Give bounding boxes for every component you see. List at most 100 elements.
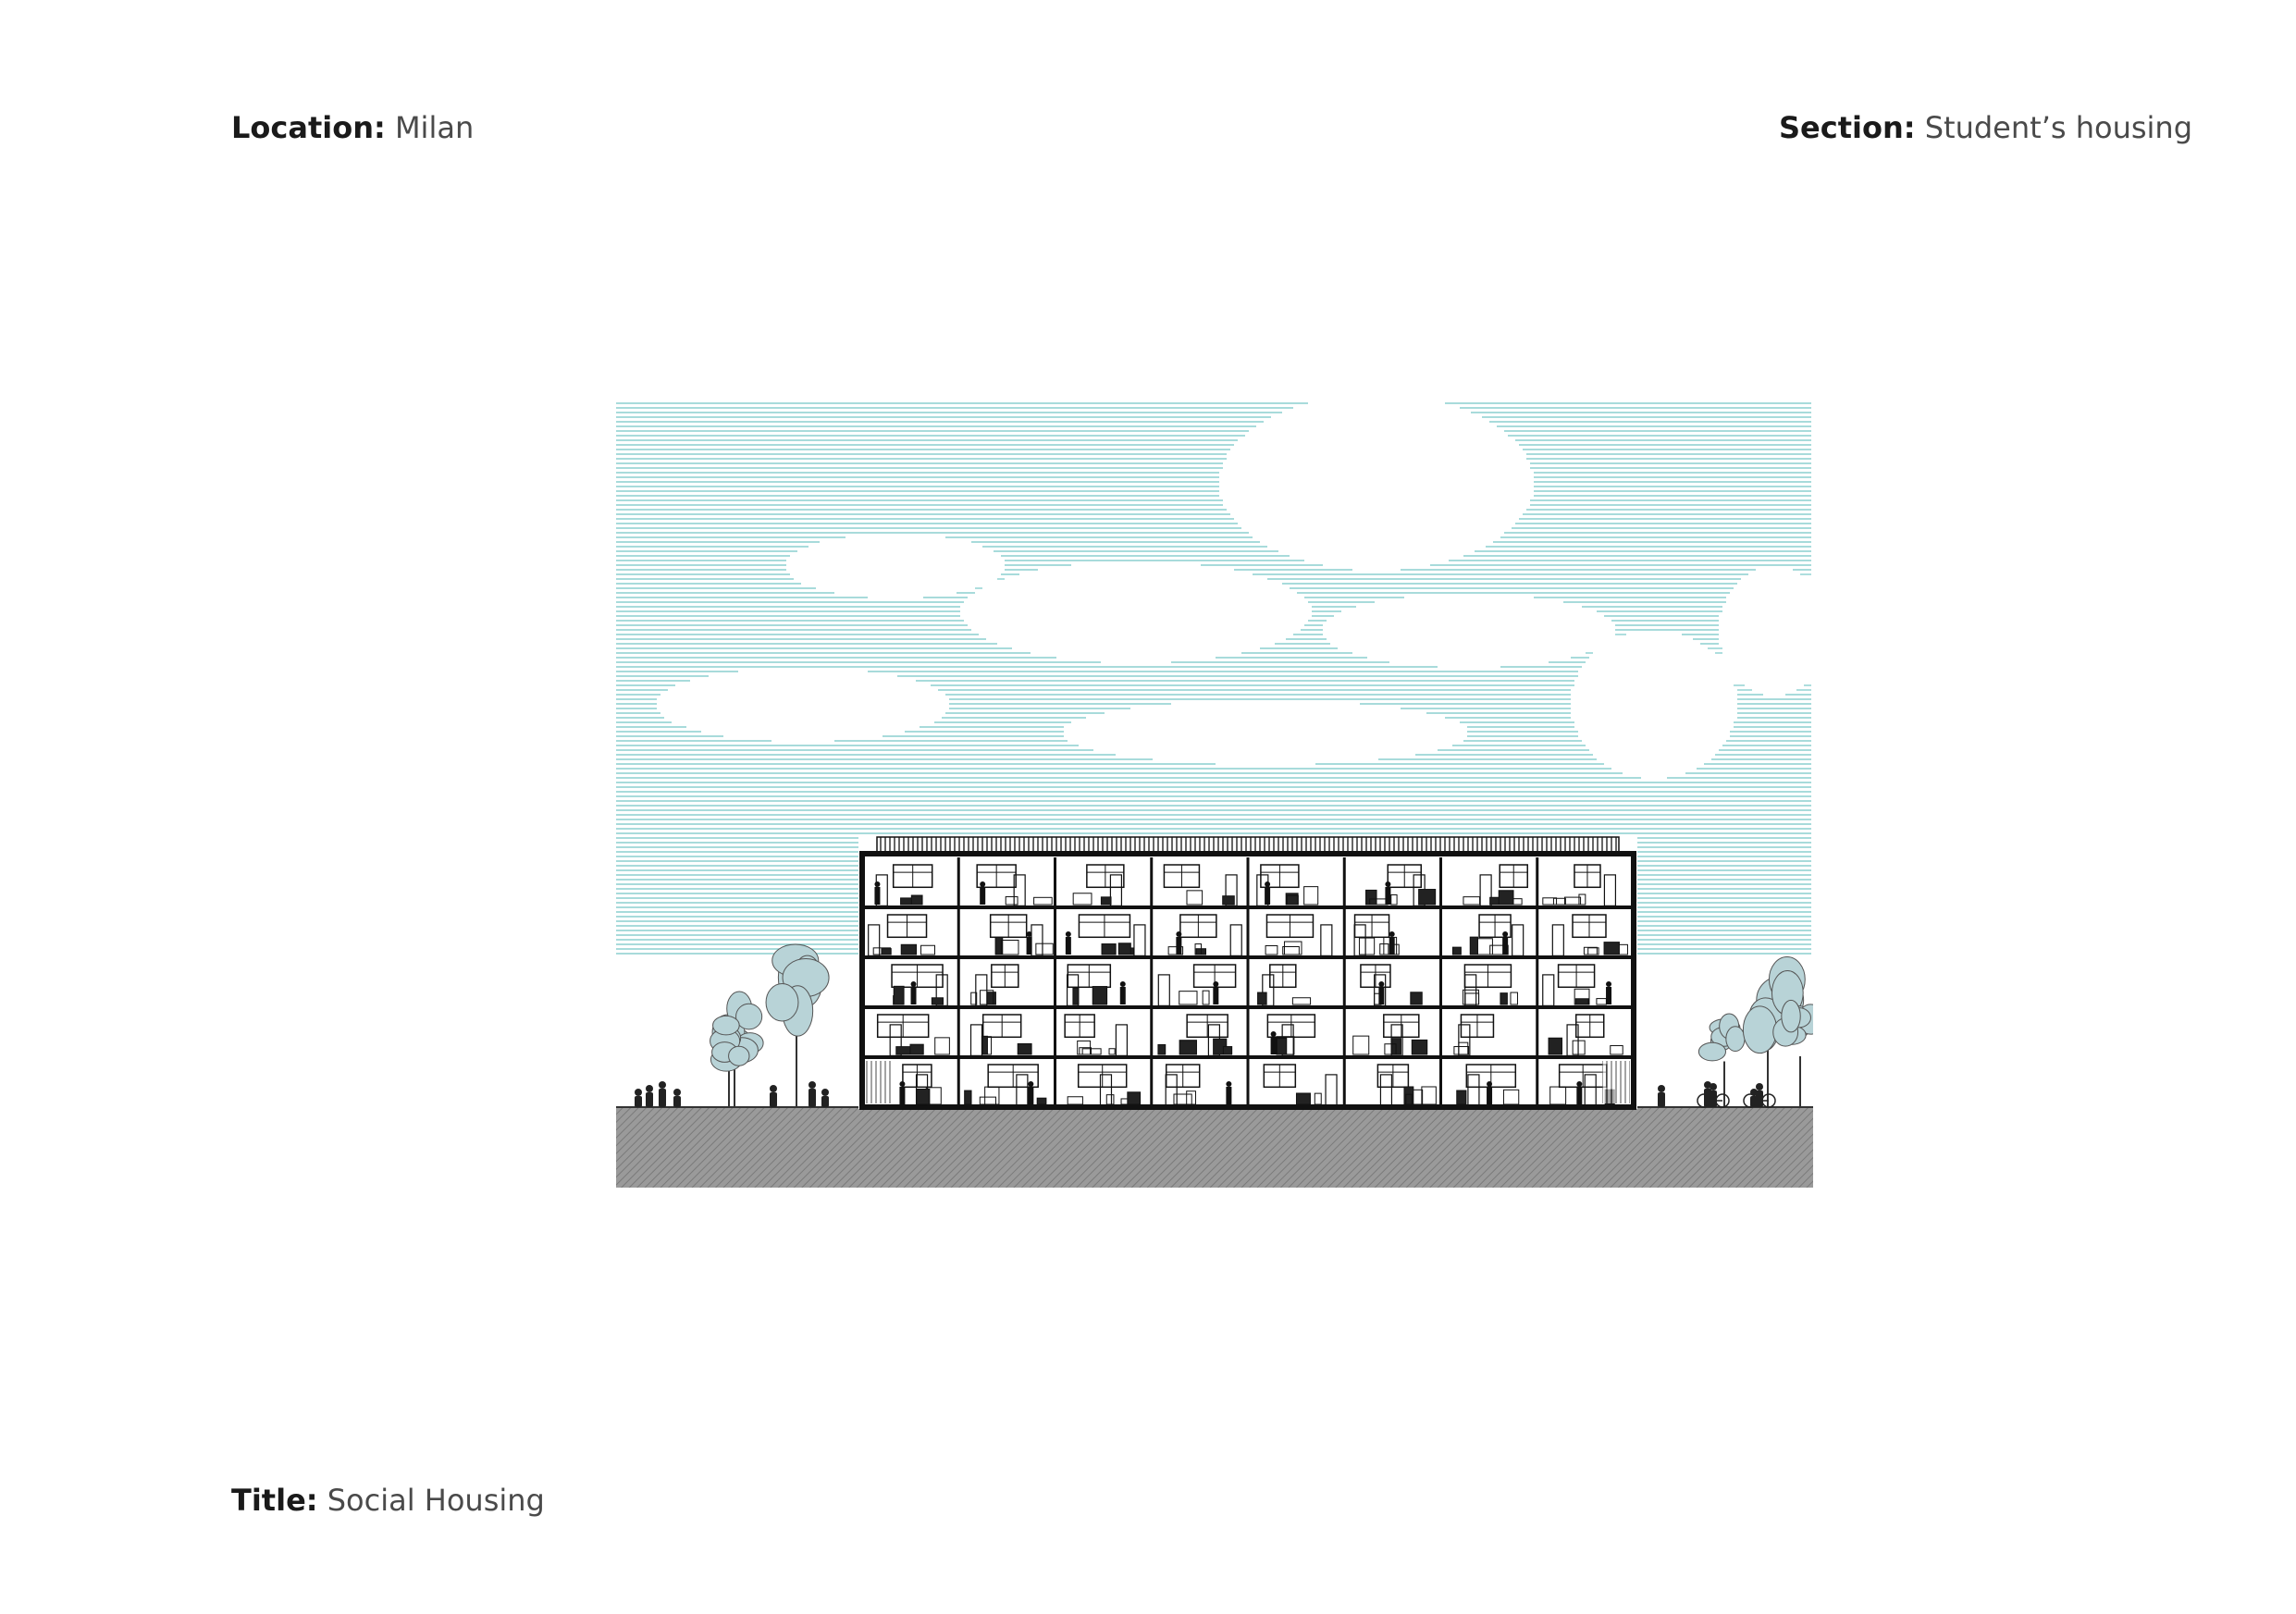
- pedestrian: [635, 1089, 642, 1107]
- furniture: [1451, 946, 1462, 955]
- resident-body: [899, 1087, 906, 1104]
- door: [1016, 1074, 1029, 1106]
- furniture: [1469, 936, 1478, 955]
- furniture: [1179, 1040, 1197, 1055]
- pedestrian: [673, 1089, 681, 1107]
- furniture: [1173, 1093, 1192, 1105]
- furniture: [895, 1046, 913, 1055]
- furniture: [916, 1088, 931, 1105]
- furniture: [1072, 893, 1092, 906]
- furniture: [1410, 992, 1423, 1005]
- door: [1374, 974, 1387, 1006]
- ground-section: [616, 1107, 1813, 1188]
- door: [1566, 1024, 1579, 1056]
- resident-head: [1119, 981, 1126, 987]
- furniture: [1105, 1094, 1115, 1105]
- pedestrian-head: [1756, 1083, 1763, 1090]
- door: [1584, 1074, 1597, 1106]
- furniture: [1603, 942, 1620, 955]
- furniture: [1222, 895, 1235, 906]
- pedestrian: [1658, 1085, 1665, 1107]
- furniture: [1390, 893, 1398, 906]
- furniture: [1610, 1045, 1623, 1055]
- door: [1262, 974, 1275, 1006]
- resident-head: [1502, 931, 1509, 937]
- furniture: [1283, 941, 1302, 955]
- tree-foliage: [712, 1015, 740, 1036]
- resident-head: [1176, 931, 1182, 937]
- resident-body: [1213, 987, 1219, 1004]
- resident-head: [1487, 1081, 1493, 1087]
- resident-body: [1026, 937, 1032, 955]
- furniture: [1358, 937, 1376, 955]
- door: [1512, 924, 1524, 956]
- resident-head: [1226, 1081, 1232, 1087]
- resident-head: [899, 1081, 906, 1087]
- pedestrian-body: [635, 1096, 642, 1107]
- pedestrian-body: [1710, 1090, 1717, 1107]
- pedestrian-head: [646, 1085, 653, 1092]
- furniture: [1072, 987, 1080, 1005]
- furniture: [1167, 946, 1184, 955]
- door: [1353, 924, 1366, 956]
- resident-body: [1226, 1087, 1232, 1104]
- door: [1225, 874, 1238, 906]
- tree-foliage: [1781, 999, 1801, 1033]
- furniture: [1079, 1047, 1092, 1055]
- door: [1379, 1074, 1393, 1106]
- resident-head: [1026, 931, 1032, 937]
- furniture: [1017, 1042, 1032, 1055]
- furniture: [1127, 1091, 1142, 1105]
- furniture: [1500, 992, 1508, 1005]
- resident-head: [1385, 881, 1391, 887]
- resident-head: [910, 981, 917, 987]
- tree-foliage: [1742, 1005, 1778, 1054]
- furniture: [979, 1096, 996, 1105]
- pedestrian: [1710, 1083, 1717, 1107]
- furniture: [934, 1037, 950, 1055]
- furniture: [1498, 890, 1514, 906]
- title-value: Social Housing: [327, 1483, 545, 1518]
- door: [1325, 1074, 1338, 1106]
- door: [1109, 874, 1123, 906]
- building-section-drawing: [616, 400, 1813, 1188]
- location-value: Milan: [394, 110, 475, 145]
- furniture: [900, 943, 918, 955]
- resident-head: [874, 881, 881, 887]
- furniture: [1549, 1086, 1567, 1105]
- furniture: [1101, 943, 1117, 955]
- furniture: [1067, 1096, 1083, 1105]
- furniture: [1421, 1086, 1437, 1105]
- resident-body: [1576, 1087, 1583, 1104]
- furniture: [1108, 1048, 1116, 1055]
- door: [1013, 874, 1026, 906]
- door: [1165, 1074, 1178, 1106]
- door: [868, 924, 881, 956]
- door: [1320, 924, 1333, 956]
- furniture: [1100, 896, 1112, 906]
- furniture: [1411, 1039, 1428, 1055]
- furniture: [1081, 1048, 1102, 1055]
- title-label: Title:: [231, 1483, 318, 1518]
- section-svg: [616, 402, 1813, 1188]
- resident-body: [1389, 937, 1395, 955]
- pedestrian-head: [673, 1089, 681, 1096]
- furniture: [1456, 1090, 1467, 1105]
- pedestrian-body: [809, 1089, 816, 1107]
- furniture: [1384, 1043, 1397, 1055]
- door: [1479, 874, 1492, 906]
- furniture: [1489, 944, 1509, 955]
- pedestrian: [770, 1085, 777, 1107]
- furniture: [910, 894, 923, 906]
- furniture: [931, 997, 944, 1005]
- pedestrian-body: [821, 1096, 829, 1107]
- furniture: [1502, 1089, 1520, 1105]
- furniture: [1574, 998, 1589, 1005]
- tree-foliage: [728, 1045, 750, 1066]
- door: [1157, 974, 1170, 1006]
- tree: [1772, 999, 1813, 1107]
- furniture: [1587, 947, 1599, 955]
- tree-foliage: [735, 1003, 763, 1030]
- door: [1603, 874, 1617, 906]
- furniture: [1365, 889, 1377, 906]
